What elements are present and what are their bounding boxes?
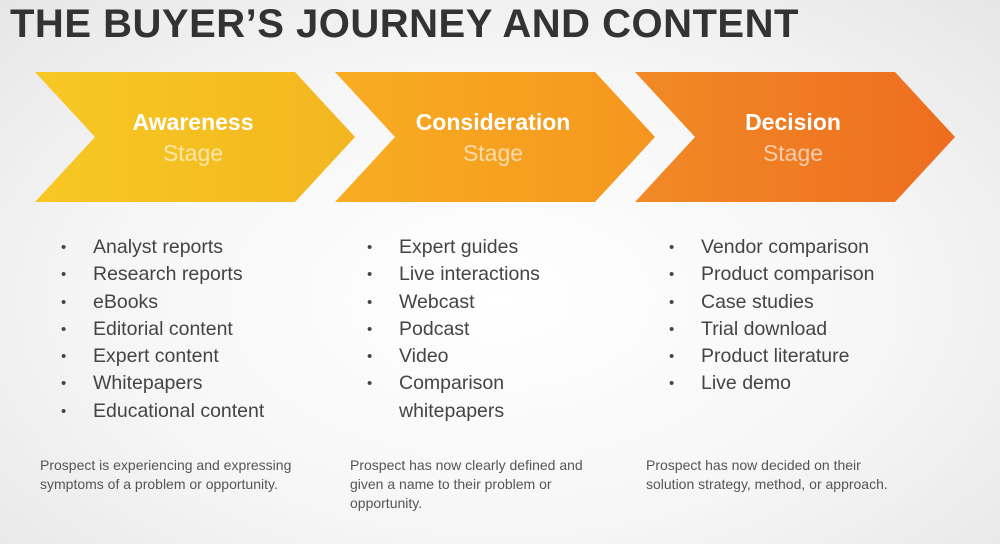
consideration-stage-label: Consideration Stage bbox=[363, 107, 623, 169]
decision-stage-label: Decision Stage bbox=[663, 107, 923, 169]
list-item: Whitepapers bbox=[61, 370, 351, 398]
awareness-content-list: Analyst reports Research reports eBooks … bbox=[61, 234, 351, 425]
awareness-description: Prospect is experiencing and expressing … bbox=[40, 457, 292, 492]
stage-name: Decision bbox=[745, 109, 841, 135]
stage-sub: Stage bbox=[762, 140, 824, 166]
list-item: Case studies bbox=[669, 289, 959, 317]
list-item: Product comparison bbox=[669, 261, 959, 289]
stage-sub: Stage bbox=[162, 140, 224, 166]
list-item: Expert content bbox=[61, 343, 351, 371]
consideration-chevron bbox=[335, 72, 655, 202]
awareness-chevron bbox=[35, 72, 355, 202]
decision-description: Prospect has now decided on their soluti… bbox=[646, 457, 888, 492]
consideration-content-list: Expert guides Live interactions Webcast … bbox=[367, 234, 567, 425]
awareness-stage-label: Awareness Stage bbox=[63, 107, 323, 169]
list-item: Research reports bbox=[61, 261, 351, 289]
stage-sub: Stage bbox=[462, 140, 524, 166]
list-item: Trial download bbox=[669, 316, 959, 344]
decision-content-list: Vendor comparison Product comparison Cas… bbox=[669, 234, 959, 398]
list-item: Product literature bbox=[669, 343, 959, 371]
list-item: Vendor comparison bbox=[669, 234, 959, 262]
list-item: Podcast bbox=[367, 316, 567, 344]
list-item: Comparison whitepapers bbox=[367, 370, 567, 425]
list-item: Educational content bbox=[61, 398, 351, 426]
decision-chevron bbox=[635, 72, 955, 202]
list-item: Live demo bbox=[669, 370, 959, 398]
list-item: Video bbox=[367, 343, 567, 371]
list-item: Live interactions bbox=[367, 261, 567, 289]
list-item: Expert guides bbox=[367, 234, 567, 262]
list-item: eBooks bbox=[61, 289, 351, 317]
stage-name: Awareness bbox=[132, 109, 254, 135]
page-title: THE BUYER’S JOURNEY AND CONTENT bbox=[10, 2, 799, 46]
stage-name: Consideration bbox=[415, 109, 571, 135]
list-item: Editorial content bbox=[61, 316, 351, 344]
list-item: Analyst reports bbox=[61, 234, 351, 262]
consideration-description: Prospect has now clearly defined and giv… bbox=[350, 457, 583, 511]
list-item: Webcast bbox=[367, 289, 567, 317]
